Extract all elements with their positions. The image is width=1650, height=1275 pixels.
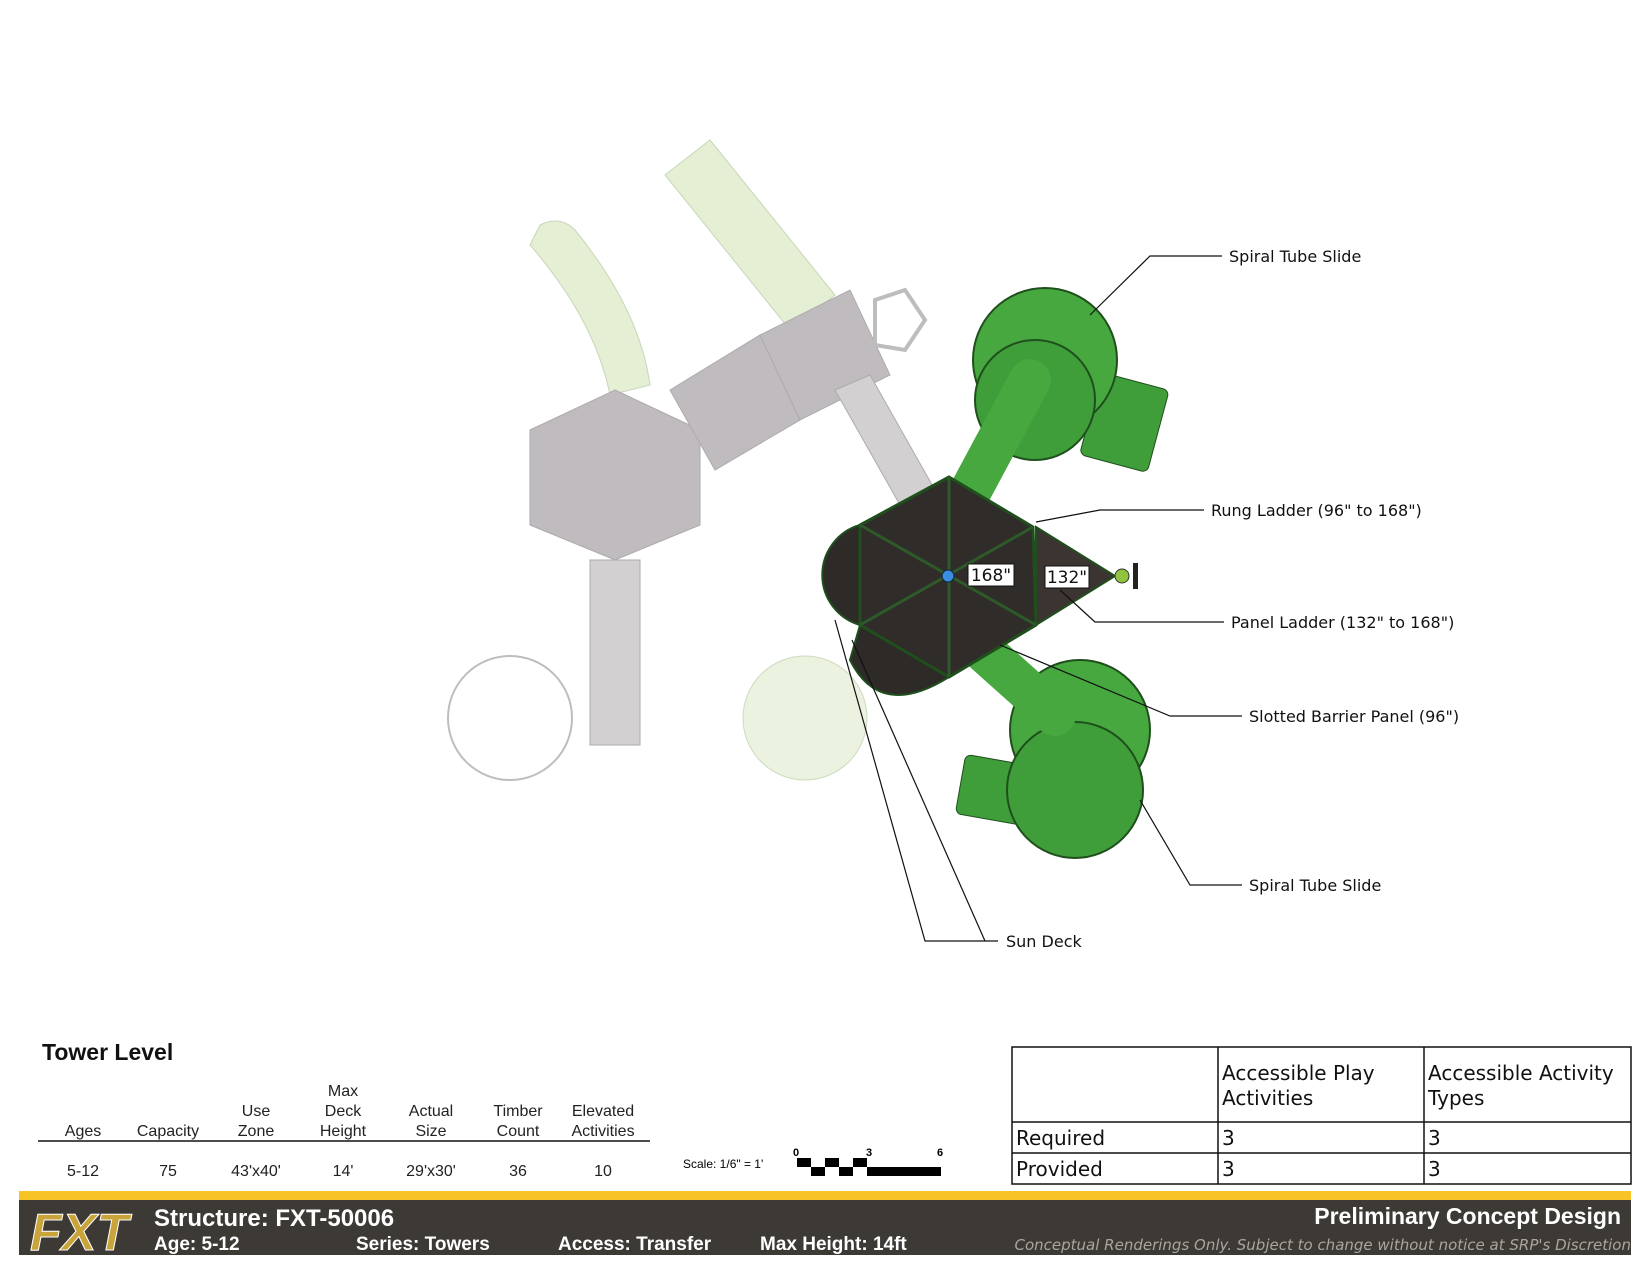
col-header-activity-types: Accessible Activity [1428,1061,1614,1085]
row-required: Required [1016,1126,1105,1150]
svg-text:3: 3 [1428,1126,1441,1150]
faded-slide-curved [529,220,651,396]
deck-height-168 [967,563,1015,587]
faded-stairs-2 [589,559,641,746]
svg-text:Ages: Ages [65,1123,101,1140]
svg-text:Deck: Deck [325,1103,362,1120]
svg-text:3: 3 [1222,1126,1235,1150]
footer-max-height: Max Height: 14ft [760,1234,907,1255]
leader-lines [834,255,1242,942]
sun-deck [821,523,861,627]
faded-slide-straight [664,139,836,331]
svg-text:43'x40': 43'x40' [231,1163,281,1180]
ladder-handle [1114,568,1130,584]
callout-slotted-barrier-panel: Slotted Barrier Panel (96") [1249,707,1459,726]
deck-center-post [941,569,955,583]
svg-text:3: 3 [1222,1157,1235,1181]
accessibility-table [1011,1046,1632,1185]
faded-steering-wheel [873,287,928,353]
svg-text:0: 0 [793,1147,799,1159]
footer-access: Access: Transfer [558,1234,712,1255]
svg-text:Types: Types [1427,1086,1484,1110]
svg-text:29'x30': 29'x30' [406,1163,456,1180]
svg-text:5-12: 5-12 [67,1163,99,1180]
spiral-tube-slide-bottom [939,609,1151,859]
svg-text:3: 3 [866,1147,872,1159]
svg-text:6: 6 [937,1147,943,1159]
faded-stairs [834,374,936,506]
svg-text:Height: Height [320,1123,367,1140]
section-title: Tower Level [42,1039,173,1065]
svg-text:75: 75 [159,1163,177,1180]
footer-age: Age: 5-12 [154,1234,240,1255]
svg-text:36: 36 [509,1163,527,1180]
callout-spiral-tube-slide-top: Spiral Tube Slide [1229,247,1361,266]
svg-text:Activities: Activities [1222,1086,1313,1110]
svg-text:Max: Max [328,1083,358,1100]
svg-text:Use: Use [242,1103,271,1120]
deck-height-132 [1044,565,1090,589]
faded-structure [447,139,936,781]
callout-panel-ladder: Panel Ladder (132" to 168") [1231,613,1454,632]
sun-deck-2 [848,623,951,696]
deck-height-168-label: 168" [971,566,1011,586]
footer-disclaimer: Conceptual Renderings Only. Subject to c… [1015,1236,1631,1254]
stats-headers: Ages Capacity Use Zone Max Deck Height A… [65,1083,635,1140]
footer-title: Preliminary Concept Design [1314,1203,1621,1229]
svg-text:Count: Count [497,1123,540,1140]
scale-bar: Scale: 1/6" = 1' 0 3 6 [683,1147,943,1176]
spiral-tube-slide-top [934,287,1169,541]
svg-text:Elevated: Elevated [572,1103,634,1120]
fxt-logo: FXT [30,1204,132,1262]
faded-hex-deck [529,389,701,561]
callout-rung-ladder: Rung Ladder (96" to 168") [1211,501,1422,520]
stats-values: 5-12 75 43'x40' 14' 29'x30' 36 10 [67,1163,612,1180]
svg-text:Timber: Timber [493,1103,543,1120]
footer-structure: Structure: FXT-50006 [154,1205,394,1232]
svg-text:Scale: 1/6" = 1': Scale: 1/6" = 1' [683,1157,763,1171]
footer-accent-band [19,1191,1631,1200]
svg-text:10: 10 [594,1163,612,1180]
svg-text:Activities: Activities [571,1123,634,1140]
svg-text:Capacity: Capacity [137,1123,199,1140]
svg-text:Actual: Actual [409,1103,453,1120]
svg-text:14': 14' [333,1163,354,1180]
svg-text:Zone: Zone [238,1123,275,1140]
faded-accessible-icon [447,655,573,781]
svg-text:3: 3 [1428,1157,1441,1181]
callout-sun-deck: Sun Deck [1006,932,1082,951]
tower-deck: 168" 132" [821,475,1138,696]
deck-height-132-label: 132" [1047,568,1087,588]
row-provided: Provided [1016,1157,1103,1181]
svg-text:Size: Size [415,1123,446,1140]
callout-spiral-tube-slide-bottom: Spiral Tube Slide [1249,876,1381,895]
faded-spiral-slide [742,655,868,781]
col-header-play-activities: Accessible Play [1222,1061,1375,1085]
footer-series: Series: Towers [356,1234,490,1255]
footer-band [19,1200,1631,1255]
